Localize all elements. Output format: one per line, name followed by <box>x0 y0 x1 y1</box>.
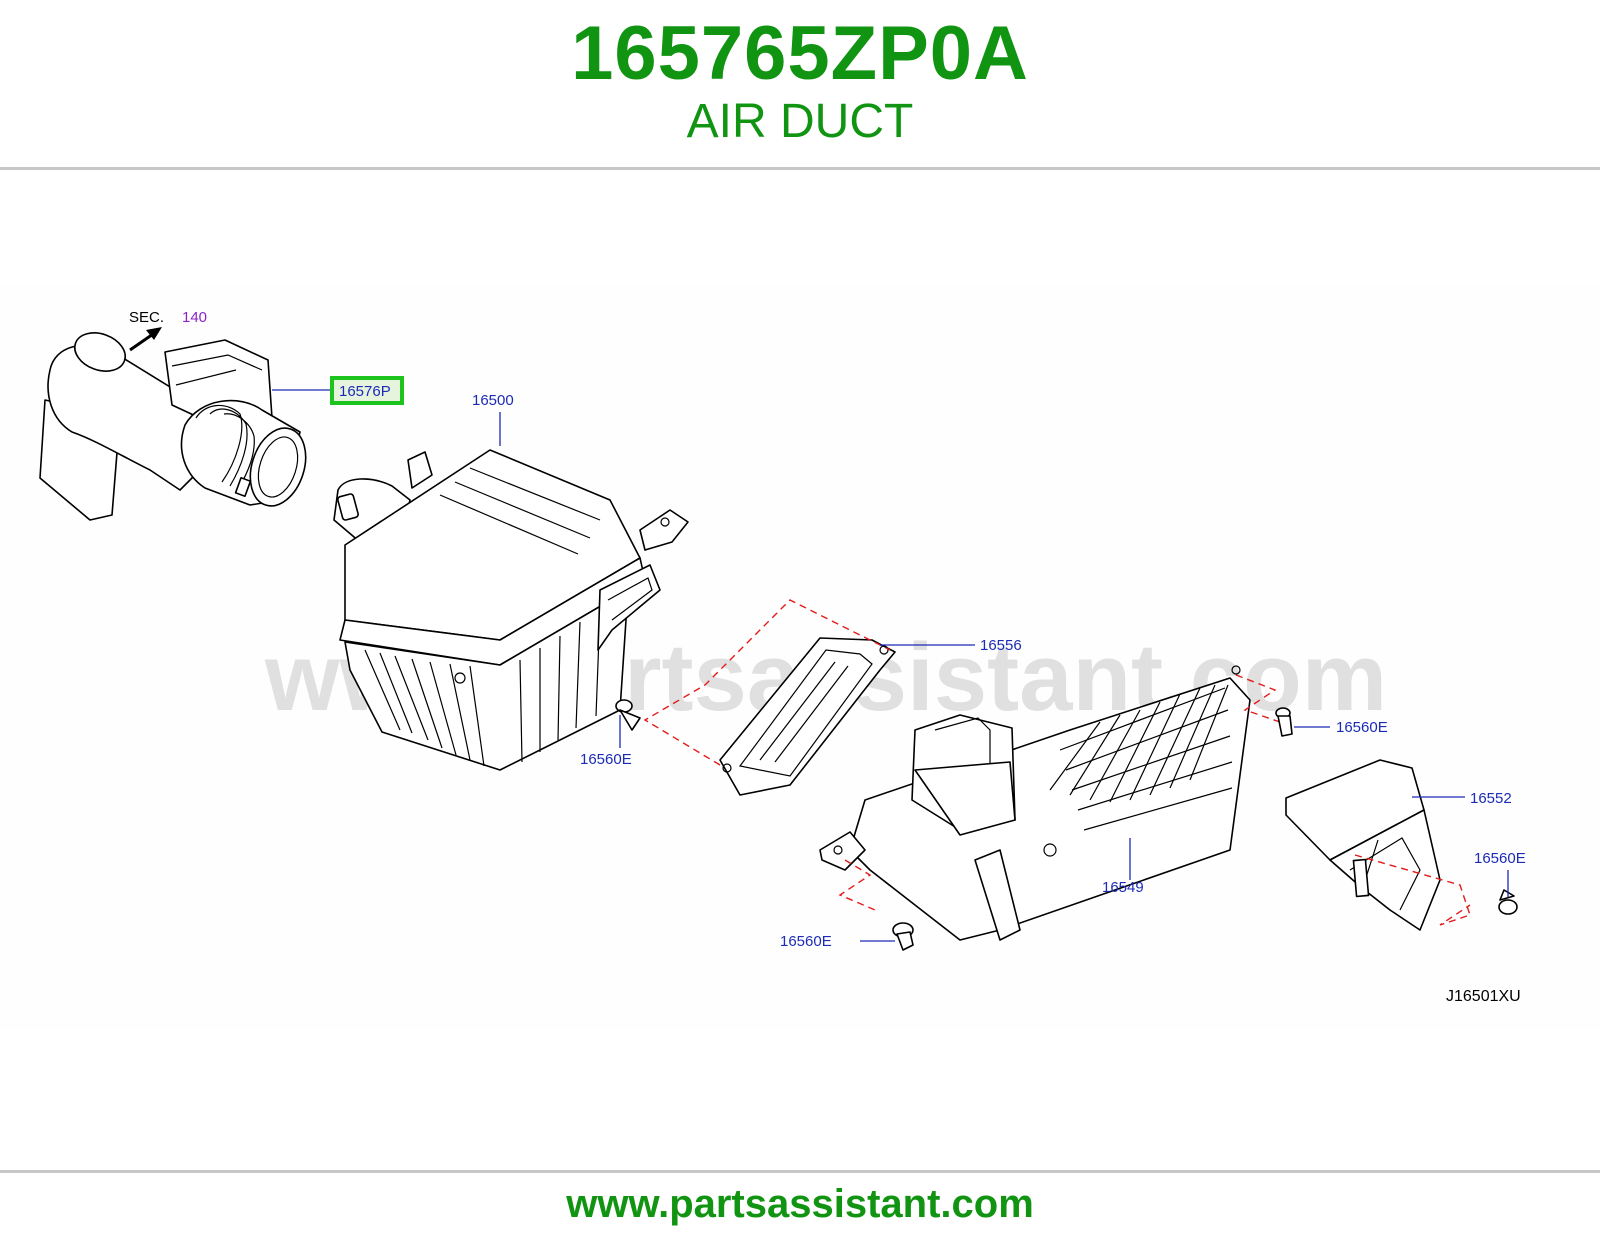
alignment-dash-16549-right <box>1235 674 1281 723</box>
part-name-subtitle: AIR DUCT <box>686 95 914 148</box>
callout-clip-right-top-label[interactable]: 16560E <box>1336 719 1388 736</box>
parts-diagram: www.partsassistant.com SEC. 140 16576P <box>0 170 1600 1170</box>
page-header: 165765ZP0A AIR DUCT <box>0 0 1600 168</box>
header-divider <box>0 167 1600 170</box>
clip-left-drawing <box>615 699 641 731</box>
clip-bottom-drawing <box>892 922 914 951</box>
callout-16576P-label[interactable]: 16576P <box>339 383 391 400</box>
callout-16549-label[interactable]: 16549 <box>1102 879 1144 896</box>
resonator-16549-drawing <box>819 665 1251 941</box>
part-number-title: 165765ZP0A <box>571 11 1029 96</box>
section-arrow-icon <box>129 327 162 352</box>
callout-16576P-box <box>334 380 400 401</box>
section-ref-number[interactable]: 140 <box>182 309 207 326</box>
section-ref-prefix: SEC. <box>129 309 164 326</box>
callout-16556-label[interactable]: 16556 <box>980 637 1022 654</box>
air-duct-16576P-drawing <box>39 332 307 521</box>
callout-16500-label[interactable]: 16500 <box>472 392 514 409</box>
alignment-dash-16549-bottom <box>838 859 876 911</box>
footer-website-link[interactable]: www.partsassistant.com <box>566 1182 1034 1226</box>
callout-clip-right-bottom-label[interactable]: 16560E <box>1474 850 1526 867</box>
clip-right-bottom-drawing <box>1498 889 1518 915</box>
callout-16552-label[interactable]: 16552 <box>1470 790 1512 807</box>
duct-16552-drawing <box>1285 759 1441 931</box>
callout-clip-left-label[interactable]: 16560E <box>580 751 632 768</box>
alignment-dash-16552 <box>1354 854 1471 926</box>
clip-right-top-drawing <box>1275 707 1293 737</box>
air-cleaner-16500-drawing <box>333 449 689 771</box>
drawing-code: J16501XU <box>1446 988 1521 1005</box>
duct-16556-drawing <box>719 637 896 796</box>
exploded-view-svg: www.partsassistant.com SEC. 140 16576P <box>0 285 1600 1030</box>
callout-clip-bottom-label[interactable]: 16560E <box>780 933 832 950</box>
footer-divider <box>0 1170 1600 1173</box>
alignment-dash-16556 <box>643 599 891 766</box>
